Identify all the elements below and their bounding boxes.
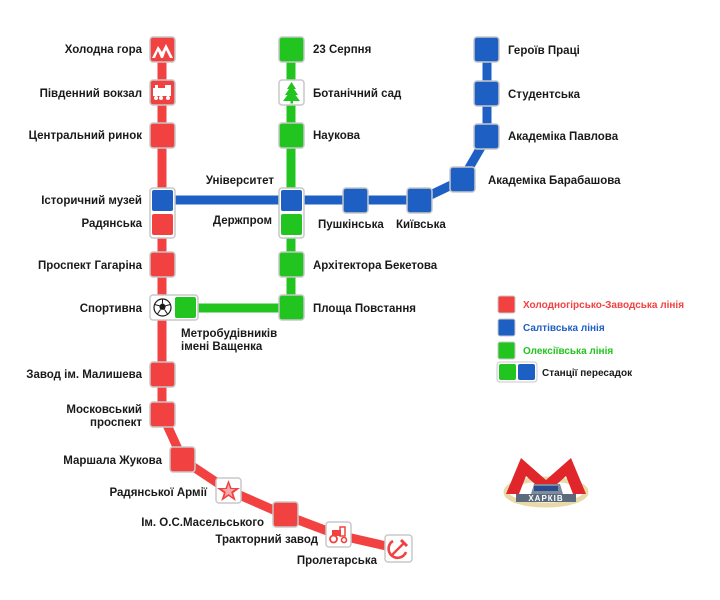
station-label-universytet: Університет bbox=[206, 175, 275, 187]
station-label-moskovskyi-prospekt-line1: Московський bbox=[66, 404, 142, 416]
station-zavod-malysheva[interactable] bbox=[149, 361, 176, 388]
station-label-metrobudivnykiv-line1: Метробудівників bbox=[181, 328, 277, 340]
station-sportyvna[interactable] bbox=[149, 294, 199, 321]
legend-transfer: Станції пересадок bbox=[496, 361, 633, 383]
station-label-metrobudivnykiv-line2: імені Ващенка bbox=[181, 341, 263, 353]
station-label-ploshcha-povstannia: Площа Повстання bbox=[313, 303, 416, 315]
station-label-studentska: Студентська bbox=[508, 89, 581, 101]
legend-red-line-label: Холодногірсько-Заводська лінія bbox=[523, 300, 684, 311]
station-radianskoi-armii[interactable] bbox=[215, 477, 242, 504]
blue-line-track bbox=[157, 45, 492, 205]
logo-city-label: ХАРКІВ bbox=[528, 494, 563, 503]
legend-blue-line-label: Салтівська лінія bbox=[523, 323, 605, 334]
station-traktornyi-zavod[interactable] bbox=[325, 521, 352, 548]
legend-green-line-label: Олексіївська лінія bbox=[523, 346, 613, 357]
station-maselskoho[interactable] bbox=[272, 501, 299, 528]
station-label-sportyvna: Спортивна bbox=[80, 303, 143, 315]
station-label-istorychnyi-muzei: Історичний музей bbox=[41, 195, 142, 207]
station-kholodna-hora[interactable] bbox=[149, 36, 176, 63]
station-label-radianskoi-armii: Радянської Армії bbox=[109, 487, 207, 499]
station-akademika-barabashova[interactable] bbox=[449, 166, 476, 193]
football-icon bbox=[153, 298, 172, 317]
hammer-sickle-icon bbox=[387, 538, 409, 559]
tractor-icon bbox=[329, 526, 348, 544]
station-label-zavod-malysheva: Завод ім. Малишева bbox=[26, 369, 142, 381]
station-23-serpnia[interactable] bbox=[278, 36, 305, 63]
legend-blue-line: Салтівська лінія bbox=[497, 318, 605, 337]
locomotive-icon bbox=[153, 85, 171, 100]
station-prospekt-haharina[interactable] bbox=[149, 251, 176, 278]
station-label-pushkinska: Пушкінська bbox=[318, 219, 384, 231]
station-marshala-zhukova[interactable] bbox=[169, 446, 196, 473]
station-label-kholodna-hora: Холодна гора bbox=[65, 44, 143, 56]
station-ploshcha-povstannia[interactable] bbox=[278, 294, 305, 321]
kharkiv-metro-logo: ХАРКІВ bbox=[503, 458, 589, 508]
star-icon bbox=[217, 480, 240, 501]
station-label-derzhprom: Держпром bbox=[213, 215, 272, 227]
station-label-traktornyi-zavod: Тракторний завод bbox=[215, 534, 318, 546]
station-label-naukova: Наукова bbox=[313, 130, 361, 142]
station-label-marshala-zhukova: Маршала Жукова bbox=[63, 455, 162, 467]
station-istorychnyi-muzei[interactable] bbox=[149, 187, 176, 239]
station-label-kyivska: Київська bbox=[396, 219, 446, 231]
station-label-prospekt-haharina: Проспект Гагаріна bbox=[38, 260, 143, 272]
station-akademika-pavlova[interactable] bbox=[473, 123, 500, 150]
station-botanichnyi-sad[interactable] bbox=[278, 79, 305, 106]
station-label-proletarska: Пролетарська bbox=[297, 555, 378, 567]
legend-red-line: Холодногірсько-Заводська лінія bbox=[497, 295, 684, 314]
legend-green-line: Олексіївська лінія bbox=[497, 341, 613, 360]
station-label-moskovskyi-prospekt-line2: проспект bbox=[90, 417, 142, 429]
mountain-icon bbox=[152, 44, 173, 58]
station-proletarska[interactable] bbox=[384, 534, 413, 563]
station-label-akademika-pavlova: Академіка Павлова bbox=[508, 131, 619, 143]
station-label-tsentralnyi-rynok: Центральний ринок bbox=[29, 130, 143, 142]
station-pushkinska[interactable] bbox=[342, 187, 369, 214]
station-pivdennyi-vokzal[interactable] bbox=[149, 79, 176, 106]
station-universytet-derzhprom[interactable] bbox=[278, 187, 305, 239]
station-heroiv-pratsi[interactable] bbox=[473, 36, 500, 63]
station-naukova[interactable] bbox=[278, 122, 305, 149]
station-label-23-serpnia: 23 Серпня bbox=[313, 44, 371, 56]
station-moskovskyi-prospekt[interactable] bbox=[149, 401, 176, 428]
legend-transfer-label: Станції пересадок bbox=[542, 368, 633, 379]
station-label-heroiv-pratsi: Героїв Праці bbox=[508, 45, 580, 57]
station-label-maselskoho: Ім. О.С.Масельського bbox=[141, 517, 264, 529]
tree-icon bbox=[283, 82, 300, 104]
station-studentska[interactable] bbox=[473, 80, 500, 107]
station-label-botanichnyi-sad: Ботанічний сад bbox=[313, 88, 402, 100]
station-tsentralnyi-rynok[interactable] bbox=[149, 122, 176, 149]
station-label-arkhitektora-beketova: Архітектора Бекетова bbox=[313, 260, 438, 272]
station-kyivska[interactable] bbox=[406, 187, 433, 214]
station-label-pivdennyi-vokzal: Південний вокзал bbox=[40, 88, 142, 100]
station-label-akademika-barabashova: Академіка Барабашова bbox=[488, 175, 621, 187]
station-label-radianska: Радянська bbox=[82, 218, 143, 230]
station-arkhitektora-beketova[interactable] bbox=[278, 251, 305, 278]
legend: Холодногірсько-Заводська лінія Салтівськ… bbox=[496, 295, 684, 383]
